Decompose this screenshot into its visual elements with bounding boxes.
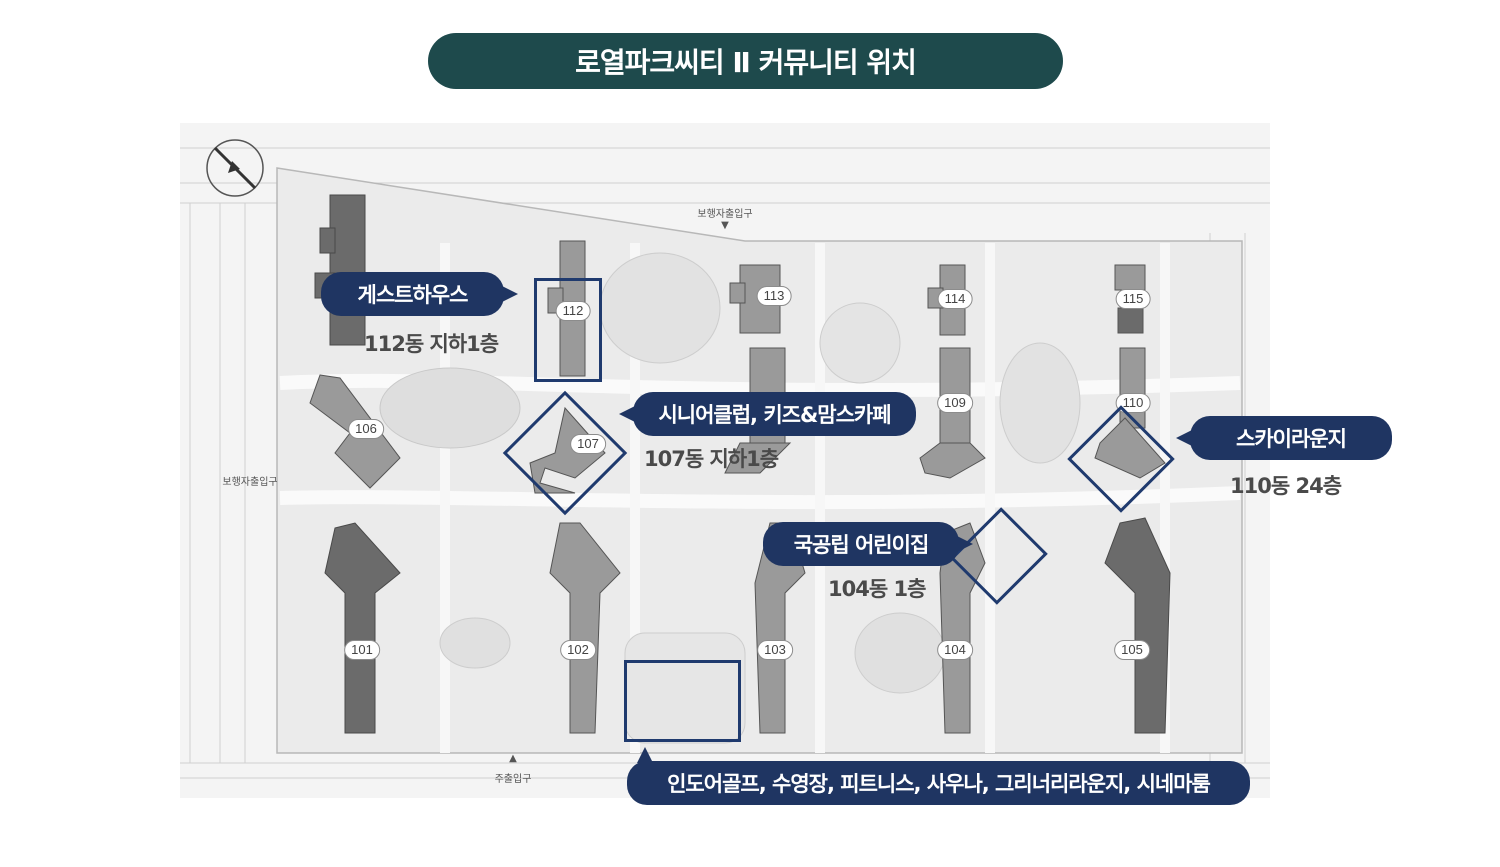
callout-guesthouse-label: 게스트하우스: [357, 283, 469, 307]
main-entrance-label: 주출입구: [494, 774, 532, 785]
page-title: 로열파크씨티 Ⅱ 커뮤니티 위치: [428, 33, 1063, 89]
north-compass-icon: [206, 139, 264, 197]
callout-community-facilities: 인도어골프, 수영장, 피트니스, 사우나, 그리너리라운지, 시네마룸: [627, 747, 1250, 805]
building-label-103: 103: [757, 640, 793, 660]
site-plan-drawing: [180, 123, 1270, 798]
callout-senior-sub: 107동 지하1층: [644, 447, 779, 471]
building-label-115: 115: [1115, 289, 1151, 309]
building-label-107: 107: [570, 434, 606, 454]
callout-community-label: 인도어골프, 수영장, 피트니스, 사우나, 그리너리라운지, 시네마룸: [667, 772, 1211, 796]
building-label-102: 102: [560, 640, 596, 660]
building-label-110: 110: [1115, 393, 1151, 413]
callout-daycare-sub: 104동 1층: [828, 577, 926, 601]
callout-guesthouse: 게스트하우스: [321, 272, 518, 316]
north-entrance-label: 보행자출입구: [697, 209, 753, 220]
building-label-101: 101: [344, 640, 380, 660]
building-label-113: 113: [756, 286, 792, 306]
callout-skylounge-sub: 110동 24층: [1230, 474, 1342, 498]
building-label-105: 105: [1114, 640, 1150, 660]
callout-daycare-label: 국공립 어린이집: [793, 533, 930, 557]
building-label-104: 104: [937, 640, 973, 660]
highlight-community: [624, 660, 741, 742]
building-label-112: 112: [555, 301, 591, 321]
west-entrance-label: 보행자출입구: [222, 477, 278, 488]
building-label-106: 106: [348, 419, 384, 439]
callout-skylounge-label: 스카이라운지: [1236, 427, 1347, 451]
callout-senior: 시니어클럽, 키즈&맘스카페: [619, 392, 916, 436]
highlight-112: [534, 278, 602, 382]
main-entrance-arrow-icon: ▲: [509, 753, 517, 764]
callout-guesthouse-sub: 112동 지하1층: [364, 332, 499, 356]
site-map: 112 113 114 115 106 107 109 110 101 102 …: [180, 123, 1270, 798]
building-label-114: 114: [937, 289, 973, 309]
callout-senior-label: 시니어클럽, 키즈&맘스카페: [658, 403, 891, 427]
callout-daycare: 국공립 어린이집: [763, 522, 973, 566]
building-label-109: 109: [937, 393, 973, 413]
callout-skylounge: 스카이라운지: [1176, 416, 1392, 460]
north-entrance-arrow-icon: ▼: [721, 220, 729, 231]
